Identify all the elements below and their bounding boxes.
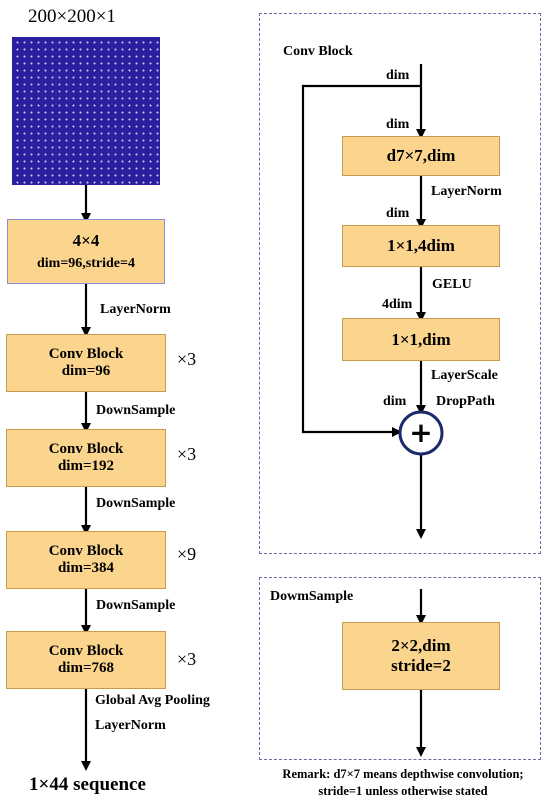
conv-layernorm-label: LayerNorm xyxy=(431,184,502,199)
stage2-repeat: ×3 xyxy=(177,444,197,464)
input-image xyxy=(12,37,160,185)
stage3-title: Conv Block xyxy=(48,543,124,559)
conv-pointwise-expand-label: 1×1,4dim xyxy=(387,236,455,255)
downsample-panel xyxy=(259,577,541,760)
patchify-kernel: 4×4 xyxy=(72,231,100,250)
conv-droppath-label: DropPath xyxy=(436,394,495,409)
stage2-dim: dim=192 xyxy=(57,458,115,474)
label-downsample-3: DownSample xyxy=(96,598,176,613)
downsample-stride: stride=2 xyxy=(391,656,451,675)
conv-layerscale-label: LayerScale xyxy=(431,368,498,383)
remark-line-1: Remark: d7×7 means depthwise convolution… xyxy=(282,767,524,781)
stage1-block: Conv Block dim=96 xyxy=(6,334,166,392)
conv-dim-4: 4dim xyxy=(382,297,413,312)
stage2-block: Conv Block dim=192 xyxy=(6,429,166,487)
conv-depthwise-label: d7×7,dim xyxy=(386,146,456,165)
patchify-params: dim=96,stride=4 xyxy=(36,256,135,271)
stage4-title: Conv Block xyxy=(48,643,124,659)
stage1-repeat: ×3 xyxy=(177,349,197,369)
label-layernorm: LayerNorm xyxy=(100,302,171,317)
conv-depthwise-block: d7×7,dim xyxy=(342,136,500,176)
add-node-plus: + xyxy=(409,416,433,449)
stage1-title: Conv Block xyxy=(48,346,124,362)
conv-block-panel xyxy=(259,13,541,554)
remark-line-2: stride=1 unless otherwise stated xyxy=(318,784,488,798)
stage4-repeat: ×3 xyxy=(177,649,197,669)
label-downsample-2: DownSample xyxy=(96,496,176,511)
stage3-dim: dim=384 xyxy=(57,560,115,576)
conv-pointwise-project-block: 1×1,dim xyxy=(342,318,500,361)
conv-panel-title: Conv Block xyxy=(283,44,353,59)
conv-dim-out: dim xyxy=(383,394,407,409)
conv-dim-in: dim xyxy=(386,117,410,132)
label-downsample-1: DownSample xyxy=(96,403,176,418)
stage4-dim: dim=768 xyxy=(57,660,115,676)
remark: Remark: d7×7 means depthwise convolution… xyxy=(262,766,544,800)
patchify-block: 4×4 dim=96,stride=4 xyxy=(7,219,165,284)
downsample-panel-title: DowmSample xyxy=(270,589,354,604)
conv-gelu-label: GELU xyxy=(432,277,472,292)
conv-dim-top: dim xyxy=(386,68,410,83)
downsample-conv-block: 2×2,dim stride=2 xyxy=(342,622,500,690)
add-node-circle xyxy=(398,410,444,456)
stage4-block: Conv Block dim=768 xyxy=(6,631,166,689)
conv-pointwise-expand-block: 1×1,4dim xyxy=(342,225,500,267)
output-label: 1×44 sequence xyxy=(29,774,146,795)
label-final-layernorm: LayerNorm xyxy=(95,718,166,733)
stage1-dim: dim=96 xyxy=(61,363,111,379)
stage2-title: Conv Block xyxy=(48,441,124,457)
label-global-avg-pooling: Global Avg Pooling xyxy=(95,693,210,708)
stage3-block: Conv Block dim=384 xyxy=(6,531,166,589)
stage3-repeat: ×9 xyxy=(177,544,197,564)
downsample-kernel: 2×2,dim xyxy=(391,636,451,655)
conv-pointwise-project-label: 1×1,dim xyxy=(391,329,451,349)
conv-dim-2: dim xyxy=(386,206,410,221)
input-label: 200×200×1 xyxy=(28,6,116,27)
